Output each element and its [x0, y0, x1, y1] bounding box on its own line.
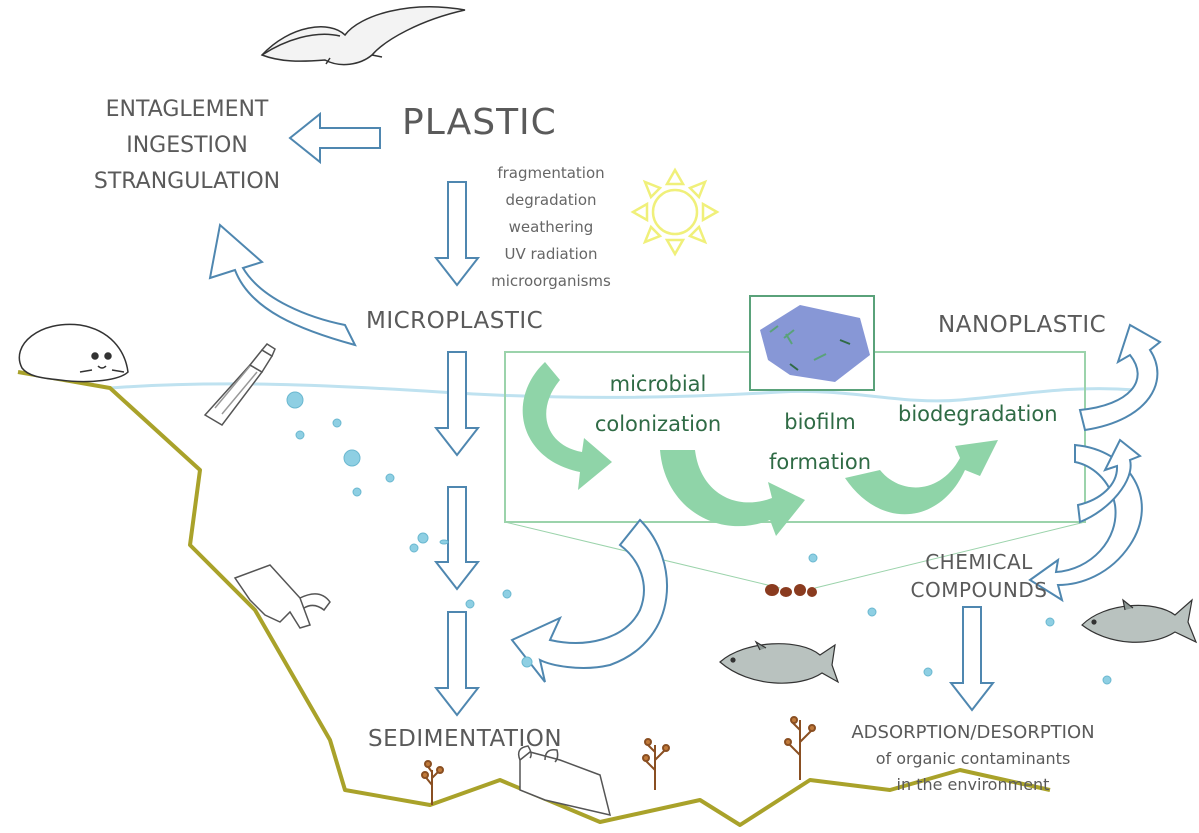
arrow-plastic-to-hazards [288, 111, 381, 165]
formation-line: formation [768, 450, 872, 474]
leader-line-right [814, 521, 1086, 589]
arrow-chemical-to-adsorption [948, 606, 996, 712]
biodegradation-label: biodegradation [898, 402, 1058, 426]
process-weathering: weathering [508, 218, 594, 236]
biofilm-formation-label: biofilm formation [755, 402, 885, 482]
chemical-line: CHEMICAL [925, 550, 1033, 574]
hazard-entanglement: ENTAGLEMENT [105, 97, 269, 122]
chemical-particles [765, 584, 817, 597]
process-list: fragmentation degradation weathering UV … [484, 160, 618, 295]
seagull-icon [260, 6, 466, 66]
microbial-line: microbial [609, 372, 707, 396]
seafloor-line [17, 370, 1051, 827]
arrow-box-to-sedimentation [510, 518, 668, 683]
hazard-ingestion: INGESTION [126, 133, 248, 158]
adsorption-line-2: in the environment [896, 775, 1050, 794]
microplastic-label: MICROPLASTIC [366, 308, 544, 334]
arrow-micro-down-1 [433, 351, 481, 457]
water-surface-line [109, 382, 1136, 403]
colonization-line: colonization [594, 412, 722, 436]
nanoplastic-label: NANOPLASTIC [938, 312, 1107, 338]
bottle-icon [203, 343, 276, 426]
process-uv-radiation: UV radiation [504, 245, 598, 263]
hazards-list: ENTAGLEMENT INGESTION STRANGULATION [82, 92, 292, 200]
vertical-arrows [433, 181, 996, 717]
process-fragmentation: fragmentation [497, 164, 605, 182]
process-microorganisms: microorganisms [491, 272, 611, 290]
green-arrow-3 [845, 440, 998, 515]
biofilm-fragment-icon [760, 305, 870, 382]
sedimentation-label: SEDIMENTATION [368, 726, 563, 752]
arrow-nanoplastic-loop [1078, 323, 1162, 432]
adsorption-title: ADSORPTION/DESORPTION [851, 722, 1095, 743]
chemical-compounds-label: CHEMICAL COMPOUNDS [900, 548, 1058, 604]
adsorption-line-1: of organic contaminants [875, 749, 1071, 768]
biofilm-line: biofilm [784, 410, 856, 434]
compounds-line: COMPOUNDS [910, 578, 1048, 602]
arrow-micro-down-2 [433, 486, 481, 591]
plastic-bag-icon [233, 564, 331, 629]
arrow-to-sedimentation [433, 611, 481, 717]
microbial-colonization-label: microbial colonization [578, 364, 738, 444]
plastic-label: PLASTIC [402, 102, 557, 143]
arrow-chemical-side [1076, 438, 1142, 524]
process-degradation: degradation [505, 191, 597, 209]
seal-icon [18, 323, 129, 383]
green-arrows [522, 362, 998, 536]
green-arrow-2 [660, 450, 805, 536]
plastic-bag-bottom-icon [517, 745, 612, 817]
seaweed-icon [421, 716, 816, 805]
hazard-strangulation: STRANGULATION [93, 169, 281, 194]
fish-icon [719, 640, 840, 684]
green-arrow-1 [522, 362, 612, 490]
sun-icon [630, 167, 720, 257]
fish-icon-right [1081, 598, 1198, 644]
arrow-microplastic-to-hazards [208, 223, 357, 347]
adsorption-block: ADSORPTION/DESORPTION of organic contami… [832, 720, 1114, 798]
arrow-plastic-to-microplastic [433, 181, 481, 287]
particle-icon [286, 391, 1112, 685]
